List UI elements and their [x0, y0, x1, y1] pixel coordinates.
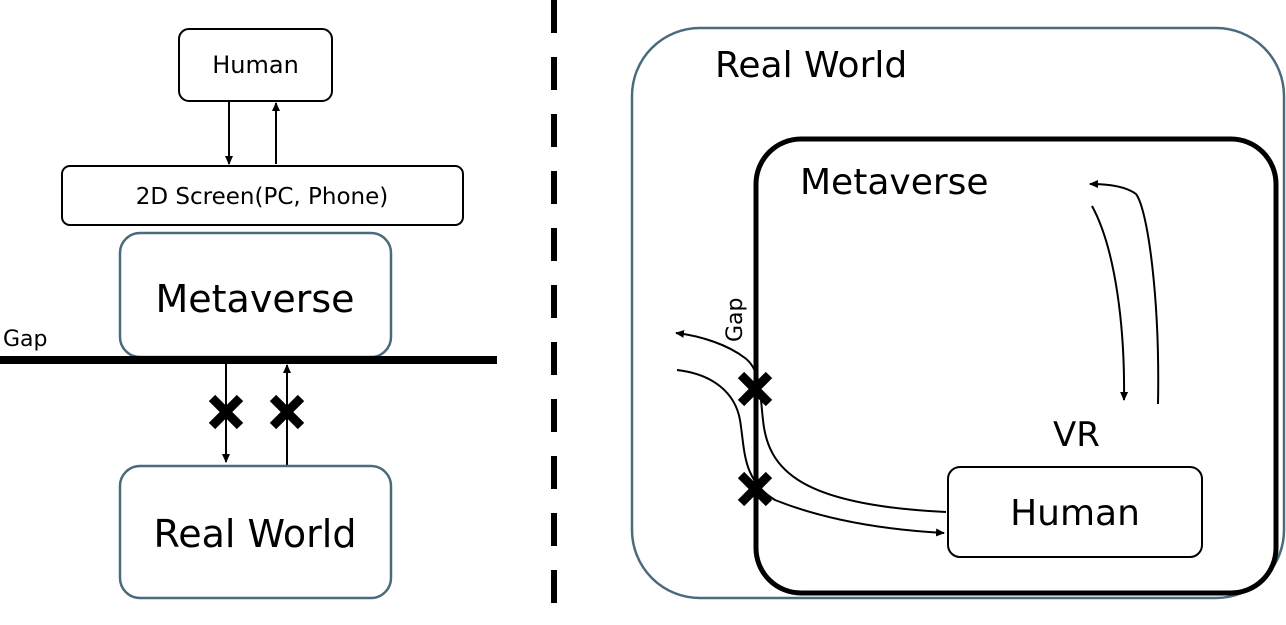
blocked-x-icon: [208, 394, 244, 430]
screen-box: 2D Screen(PC, Phone): [61, 165, 464, 226]
right-human-label: Human: [1010, 493, 1140, 534]
left-metaverse-label: Metaverse: [155, 277, 354, 321]
right-real-world-box: Real World: [630, 26, 1286, 600]
right-human-box: Human: [947, 466, 1203, 558]
right-gap-label: Gap: [723, 298, 748, 343]
vr-arrow-down: [1091, 205, 1129, 401]
right-panel: Real World Metaverse Gap VR Human: [630, 26, 1286, 600]
left-real-world-box: Real World: [118, 464, 393, 600]
vr-label: VR: [1053, 415, 1100, 455]
right-metaverse-label: Metaverse: [800, 162, 989, 203]
right-real-world-label: Real World: [715, 45, 907, 86]
blocked-x-icon: [737, 371, 773, 407]
left-real-world-label: Real World: [154, 512, 357, 556]
left-metaverse-box: Metaverse: [118, 231, 393, 359]
arrow-human-to-real: [675, 329, 947, 513]
blocked-x-icon: [737, 471, 773, 507]
screen-label: 2D Screen(PC, Phone): [136, 184, 388, 210]
left-panel: Human 2D Screen(PC, Phone) Metaverse Gap: [0, 28, 497, 600]
right-metaverse-box: Metaverse: [753, 136, 1279, 596]
blocked-x-icon: [269, 394, 305, 430]
vr-arrow-up: [1089, 180, 1160, 405]
left-human-box: Human: [178, 28, 333, 102]
left-human-label: Human: [212, 51, 299, 79]
arrow-real-to-human: [676, 369, 945, 537]
left-gap-label: Gap: [3, 327, 48, 352]
